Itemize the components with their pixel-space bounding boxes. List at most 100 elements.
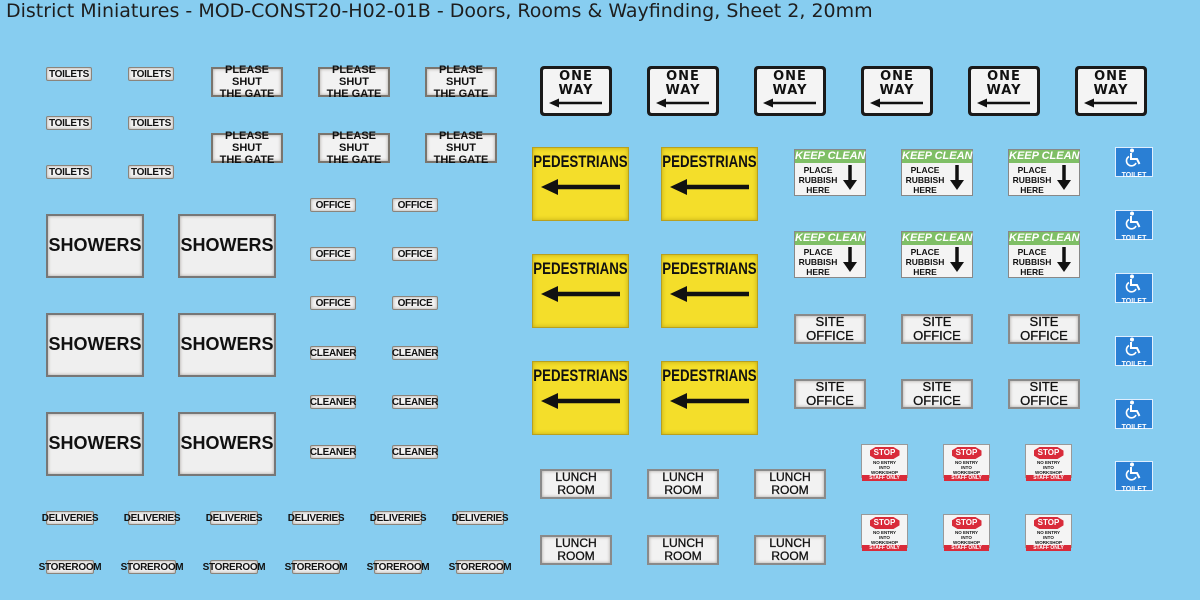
down-arrow-icon bbox=[841, 245, 857, 278]
gate-sign-line1: PLEASE SHUT bbox=[438, 63, 483, 88]
lunch-room-sign: LUNCH ROOM bbox=[754, 535, 826, 565]
office-sign: OFFICE bbox=[392, 296, 438, 310]
down-arrow-icon bbox=[1055, 245, 1071, 278]
cleaner-sign-label: CLEANER bbox=[309, 347, 357, 359]
showers-sign-label: SHOWERS bbox=[48, 433, 142, 454]
down-arrow-icon bbox=[1055, 163, 1071, 196]
stop-octagon-icon: STOP bbox=[951, 517, 982, 529]
staff-only-label: STAFF ONLY bbox=[862, 545, 907, 551]
deliveries-sign-label: DELIVERIES bbox=[41, 512, 99, 524]
left-arrow-icon bbox=[976, 97, 1032, 108]
left-arrow-icon bbox=[669, 279, 751, 308]
toilet-label: TOILET bbox=[1121, 361, 1147, 368]
lunch-room-sign-label: LUNCH ROOM bbox=[769, 535, 811, 563]
toilets-sign-label: TOILETS bbox=[49, 117, 89, 129]
one-way-word2: WAY bbox=[772, 83, 808, 98]
showers-sign: SHOWERS bbox=[46, 412, 144, 476]
staff-only-label: STAFF ONLY bbox=[862, 475, 907, 481]
site-office-sign: SITE OFFICE bbox=[901, 314, 973, 344]
deliveries-sign-label: DELIVERIES bbox=[369, 512, 427, 524]
deliveries-sign: DELIVERIES bbox=[370, 511, 427, 525]
lunch-room-sign-label: LUNCH ROOM bbox=[662, 469, 704, 497]
storeroom-sign: STOREROOM bbox=[203, 560, 266, 574]
accessible-toilet-sign: TOILET bbox=[1115, 461, 1153, 493]
page-title: District Miniatures - MOD-CONST20-H02-01… bbox=[6, 0, 873, 22]
wheelchair-icon bbox=[1124, 274, 1144, 298]
office-sign-label: OFFICE bbox=[397, 199, 433, 211]
gate-sign-line2: THE GATE bbox=[433, 154, 489, 167]
office-sign: OFFICE bbox=[392, 198, 438, 212]
showers-sign: SHOWERS bbox=[178, 214, 276, 278]
storeroom-sign-label: STOREROOM bbox=[366, 561, 430, 573]
cleaner-sign: CLEANER bbox=[392, 346, 438, 360]
pedestrians-label: PEDESTRIANS bbox=[533, 259, 628, 278]
storeroom-sign: STOREROOM bbox=[285, 560, 348, 574]
pedestrians-sign: PEDESTRIANS bbox=[532, 254, 629, 328]
wheelchair-icon bbox=[1124, 211, 1144, 235]
stop-octagon-icon: STOP bbox=[951, 447, 982, 459]
gate-sign-line1: PLEASE SHUT bbox=[438, 129, 483, 154]
pedestrians-sign: PEDESTRIANS bbox=[661, 361, 758, 435]
lunch-room-sign: LUNCH ROOM bbox=[540, 535, 612, 565]
storeroom-sign-label: STOREROOM bbox=[284, 561, 348, 573]
site-office-sign: SITE OFFICE bbox=[1008, 314, 1080, 344]
storeroom-sign: STOREROOM bbox=[39, 560, 102, 574]
site-office-sign: SITE OFFICE bbox=[1008, 379, 1080, 409]
accessible-toilet-sign: TOILET bbox=[1115, 147, 1153, 179]
site-office-sign-label: SITE OFFICE bbox=[806, 313, 854, 343]
cleaner-sign: CLEANER bbox=[392, 445, 438, 459]
storeroom-sign-label: STOREROOM bbox=[120, 561, 184, 573]
deliveries-sign: DELIVERIES bbox=[452, 511, 509, 525]
toilets-sign: TOILETS bbox=[46, 165, 92, 179]
keep-clean-header: KEEP CLEAN bbox=[902, 232, 973, 245]
storeroom-sign-label: STOREROOM bbox=[38, 561, 102, 573]
pedestrians-label: PEDESTRIANS bbox=[533, 366, 628, 385]
showers-sign-label: SHOWERS bbox=[180, 334, 274, 355]
toilets-sign-label: TOILETS bbox=[49, 68, 89, 80]
staff-only-label: STAFF ONLY bbox=[944, 475, 989, 481]
toilets-sign-label: TOILETS bbox=[131, 68, 171, 80]
toilets-sign: TOILETS bbox=[128, 67, 174, 81]
left-arrow-icon bbox=[540, 386, 622, 415]
gate-sign-line2: THE GATE bbox=[326, 154, 382, 167]
storeroom-sign: STOREROOM bbox=[121, 560, 184, 574]
one-way-word2: WAY bbox=[879, 83, 915, 98]
pedestrians-label: PEDESTRIANS bbox=[662, 152, 757, 171]
office-sign-label: OFFICE bbox=[397, 297, 433, 309]
stop-octagon-icon: STOP bbox=[1033, 447, 1064, 459]
left-arrow-icon bbox=[1083, 97, 1139, 108]
cleaner-sign: CLEANER bbox=[310, 395, 356, 409]
toilet-label: TOILET bbox=[1121, 172, 1147, 179]
one-way-word1: ONE bbox=[666, 69, 700, 84]
gate-sign-line1: PLEASE SHUT bbox=[224, 129, 269, 154]
office-sign: OFFICE bbox=[310, 247, 356, 261]
pedestrians-sign: PEDESTRIANS bbox=[661, 147, 758, 221]
gate-sign-line1: PLEASE SHUT bbox=[331, 129, 376, 154]
deliveries-sign-label: DELIVERIES bbox=[451, 512, 509, 524]
gate-sign-line2: THE GATE bbox=[326, 88, 382, 101]
showers-sign: SHOWERS bbox=[46, 313, 144, 377]
one-way-word1: ONE bbox=[559, 69, 593, 84]
pedestrians-sign: PEDESTRIANS bbox=[532, 147, 629, 221]
office-sign: OFFICE bbox=[392, 247, 438, 261]
office-sign: OFFICE bbox=[310, 296, 356, 310]
one-way-word1: ONE bbox=[773, 69, 807, 84]
site-office-sign: SITE OFFICE bbox=[901, 379, 973, 409]
gate-sign-line2: THE GATE bbox=[219, 154, 275, 167]
